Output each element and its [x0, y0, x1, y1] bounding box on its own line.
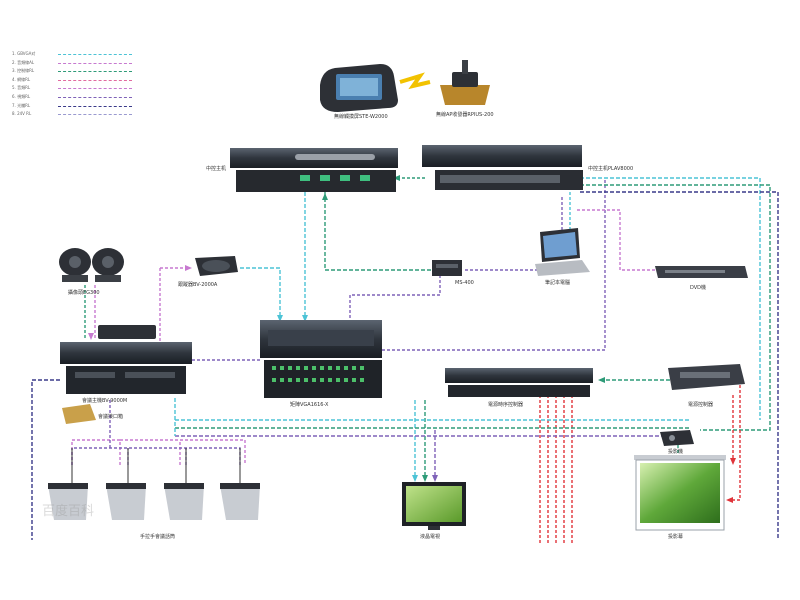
interface-box — [62, 404, 96, 424]
mic-1 — [48, 448, 88, 520]
arrowheads — [88, 175, 736, 503]
conf-host-device — [60, 325, 192, 394]
legend-item: 5. 音頻RL — [8, 84, 138, 93]
link-mic-chain-2 — [71, 447, 241, 465]
dvd-player — [655, 266, 748, 278]
tv-label: 液晶電視 — [420, 534, 441, 540]
legend-label: 6. 視頻RL — [12, 93, 31, 99]
legend-item: 3. 控制線RL — [8, 67, 138, 76]
link-mic-chain — [71, 439, 246, 465]
screen-label: 投影幕 — [668, 534, 684, 540]
relay-label: 電源控制器 — [688, 402, 714, 408]
relay-device — [668, 364, 745, 390]
legend-label: 2. 音頻線AL — [12, 59, 35, 65]
matrix-label: 矩陣VGA1616-X — [290, 402, 329, 408]
connection-lines — [31, 177, 779, 545]
touch-panel-label: 無線觸摸屏STE-W2000 — [334, 114, 388, 120]
legend-label: 3. 控制線RL — [12, 68, 35, 74]
legend-item: 2. 音頻線AL — [8, 59, 138, 68]
link-right-2 — [580, 184, 771, 431]
mic-4 — [220, 448, 260, 520]
matrix-device — [260, 320, 382, 398]
touch-panel — [320, 64, 398, 112]
wireless-icon — [399, 72, 431, 90]
projector — [660, 430, 694, 446]
power-seq-device — [422, 145, 583, 190]
link-tracker-matrix — [240, 267, 281, 320]
legend-line-swatch — [58, 88, 132, 90]
legend-line-swatch — [58, 71, 132, 73]
legend-item: 8. 24V RL — [8, 110, 138, 119]
legend-line-swatch — [58, 54, 132, 55]
legend-label: 8. 24V RL — [12, 111, 32, 117]
link-dvd-seq — [575, 209, 655, 271]
link-right-3 — [580, 191, 779, 540]
legend-line-swatch — [58, 62, 132, 64]
link-left-vertical — [31, 379, 60, 540]
legend-line-swatch — [58, 96, 132, 98]
legend-item: 4. 網線RL — [8, 76, 138, 85]
mic-3 — [164, 448, 204, 520]
link-ms-matrix — [349, 275, 441, 322]
tracker — [195, 256, 238, 276]
lcd-tv — [402, 482, 466, 530]
mics-label: 手拉手會議話筒 — [140, 534, 176, 540]
legend-label: 4. 網線RL — [12, 76, 31, 82]
power-ctrl-label: 電源時序控制器 — [488, 402, 524, 408]
projection-screen — [634, 455, 726, 531]
transceiver-label: 無線AP收發器RPIUS-200 — [436, 112, 494, 118]
cameras-label: 攝像頭EG300 — [68, 290, 100, 296]
laptop — [535, 228, 590, 276]
legend: 1. GBVGA对 2. 音頻線AL 3. 控制線RL 4. 網線RL 5. 音頻RL 6… — [8, 50, 138, 119]
host-device — [230, 148, 398, 192]
ms-box — [432, 260, 462, 276]
transceiver — [440, 60, 490, 105]
legend-item: 7. 光纖RL — [8, 102, 138, 111]
link-relay-screen — [730, 380, 741, 501]
legend-line-swatch — [58, 79, 132, 81]
legend-item: 6. 視頻RL — [8, 93, 138, 102]
host-label: 中控主机 — [206, 166, 227, 172]
projector-label: 投影機 — [668, 449, 684, 455]
power-ctrl-device — [445, 368, 593, 397]
legend-line-swatch — [58, 114, 132, 116]
tracker-label: 跟蹤器BV-2000A — [178, 282, 218, 288]
link-host-ms — [324, 192, 445, 271]
camera-left — [59, 248, 91, 282]
interface-label: 會議接口箱 — [98, 414, 124, 420]
legend-label: 1. GBVGA对 — [12, 51, 36, 56]
legend-label: 7. 光纖RL — [12, 102, 31, 108]
legend-line-swatch — [58, 105, 132, 107]
link-right-1 — [580, 177, 761, 420]
legend-item: 1. GBVGA对 — [8, 50, 138, 59]
laptop-label: 筆記本電腦 — [545, 280, 571, 286]
camera-right — [92, 248, 124, 282]
power-seq-label: 中控主机PLAV8000 — [588, 166, 634, 172]
dvd-label: DVD機 — [690, 285, 707, 291]
link-matrix-powerseq — [382, 180, 606, 351]
legend-label: 5. 音頻RL — [12, 85, 31, 91]
watermark: 百度百科 — [42, 504, 95, 519]
mic-2 — [106, 448, 146, 520]
ms-box-label: MS-400 — [455, 280, 474, 286]
conf-host-label: 會議主機BV-9000M — [82, 398, 128, 404]
